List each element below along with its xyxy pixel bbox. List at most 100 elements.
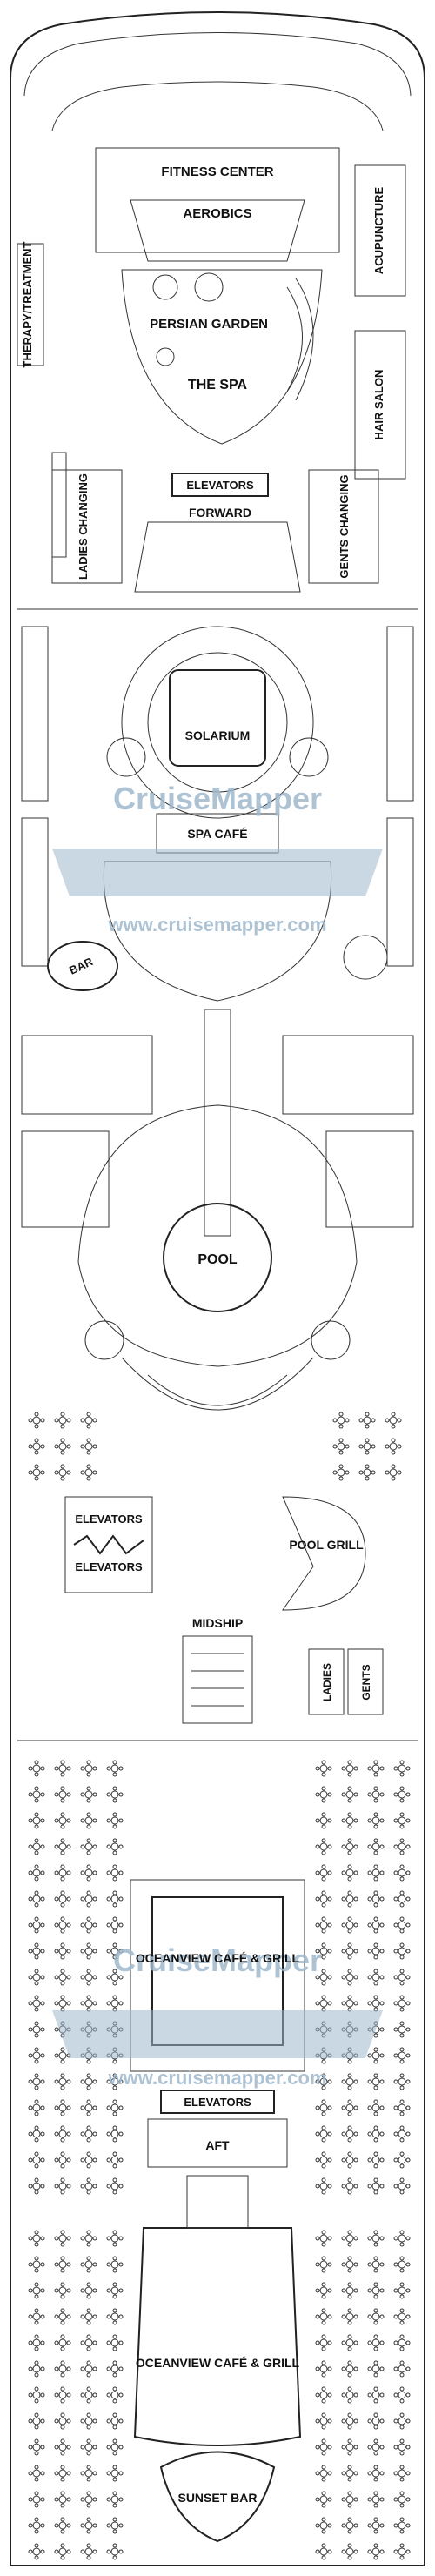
- seat: [80, 2549, 85, 2554]
- seat: [393, 2053, 398, 2058]
- seat: [40, 1870, 45, 1875]
- seat: [327, 2445, 332, 2450]
- seat: [373, 1890, 378, 1895]
- seat: [66, 1844, 71, 1849]
- seat: [40, 1949, 45, 1954]
- seat: [379, 2366, 385, 2371]
- table-cluster: [398, 2051, 406, 2060]
- seat: [367, 2131, 372, 2137]
- seat: [34, 2555, 39, 2560]
- seat: [373, 2163, 378, 2169]
- seat: [118, 2105, 124, 2110]
- seat: [367, 2523, 372, 2528]
- seat: [92, 1418, 97, 1423]
- seat: [60, 2360, 65, 2365]
- seat: [405, 1975, 411, 1980]
- seat: [393, 2131, 398, 2137]
- seat: [40, 2418, 45, 2424]
- table-cluster: [345, 2312, 354, 2321]
- seat: [86, 2465, 91, 2470]
- watermark-top: CruiseMapper www.cruisemapper.com: [52, 781, 383, 936]
- seat: [60, 2543, 65, 2548]
- seat: [405, 2549, 411, 2554]
- table-cluster: [398, 2417, 406, 2425]
- seat: [399, 1760, 405, 1765]
- seat: [321, 2346, 326, 2351]
- table-cluster: [319, 2547, 328, 2556]
- seat: [315, 1949, 320, 1954]
- table-cluster: [345, 1895, 354, 1903]
- table-cluster: [371, 1816, 380, 1825]
- seat: [379, 1922, 385, 1928]
- seat: [54, 1766, 59, 1771]
- table-cluster: [371, 1921, 380, 1929]
- seat: [86, 1824, 91, 1829]
- seat: [34, 2021, 39, 2026]
- seat: [347, 1850, 352, 1855]
- seat: [86, 2372, 91, 2378]
- seat: [80, 2497, 85, 2502]
- table-cluster: [110, 2156, 119, 2164]
- label-elevators-mid-1: ELEVATORS: [75, 1513, 143, 1526]
- table-cluster: [371, 2443, 380, 2452]
- seat: [34, 2242, 39, 2247]
- seat: [80, 1418, 85, 1423]
- seat: [367, 1792, 372, 1797]
- seat: [373, 1929, 378, 1934]
- table-cluster: [345, 2365, 354, 2373]
- seat: [106, 1896, 111, 1902]
- table-cluster: [84, 2521, 93, 2530]
- table-cluster: [345, 2130, 354, 2138]
- table-cluster: [371, 1790, 380, 1799]
- seat: [106, 2079, 111, 2084]
- solarium-area: [17, 608, 418, 1002]
- seat: [86, 2308, 91, 2313]
- seat: [373, 2268, 378, 2273]
- seat: [347, 2085, 352, 2090]
- seat: [80, 2131, 85, 2137]
- table-cluster: [345, 2182, 354, 2190]
- table-cluster: [345, 2469, 354, 2478]
- seat: [393, 2366, 398, 2371]
- seat: [321, 1772, 326, 1777]
- seat: [399, 2517, 405, 2522]
- seat: [405, 1818, 411, 1823]
- seat: [28, 1922, 33, 1928]
- table-cluster: [398, 2260, 406, 2269]
- seat: [34, 2517, 39, 2522]
- seat: [399, 2491, 405, 2496]
- acupuncture-room: [354, 164, 406, 297]
- seat: [118, 1896, 124, 1902]
- table-cluster: [110, 2547, 119, 2556]
- seat: [365, 1438, 370, 1443]
- seat: [399, 2451, 405, 2456]
- seat: [92, 2445, 97, 2450]
- seat: [321, 2125, 326, 2130]
- table-cluster: [58, 1442, 67, 1451]
- table-cluster: [32, 1999, 41, 2008]
- seat: [341, 2392, 346, 2398]
- seat: [34, 2125, 39, 2130]
- lounger-column-right-2: [386, 817, 414, 967]
- pool-grill-shape: [282, 1496, 366, 1611]
- seat: [347, 1929, 352, 1934]
- seat: [80, 2418, 85, 2424]
- table-cluster: [84, 1416, 93, 1425]
- midship-area: [64, 1496, 384, 1724]
- table-cluster: [110, 2234, 119, 2243]
- table-cluster: [84, 1973, 93, 1982]
- seat: [399, 2177, 405, 2183]
- seat: [353, 1975, 358, 1980]
- seat: [66, 2418, 71, 2424]
- seat: [353, 2184, 358, 2189]
- seat: [341, 2340, 346, 2345]
- seat: [60, 1942, 65, 1948]
- seat: [393, 2262, 398, 2267]
- seat: [379, 2288, 385, 2293]
- seat: [112, 2465, 117, 2470]
- seat: [373, 1916, 378, 1922]
- seat: [347, 2125, 352, 2130]
- table-cluster: [110, 2495, 119, 2504]
- seat: [358, 1444, 364, 1449]
- table-cluster: [58, 1921, 67, 1929]
